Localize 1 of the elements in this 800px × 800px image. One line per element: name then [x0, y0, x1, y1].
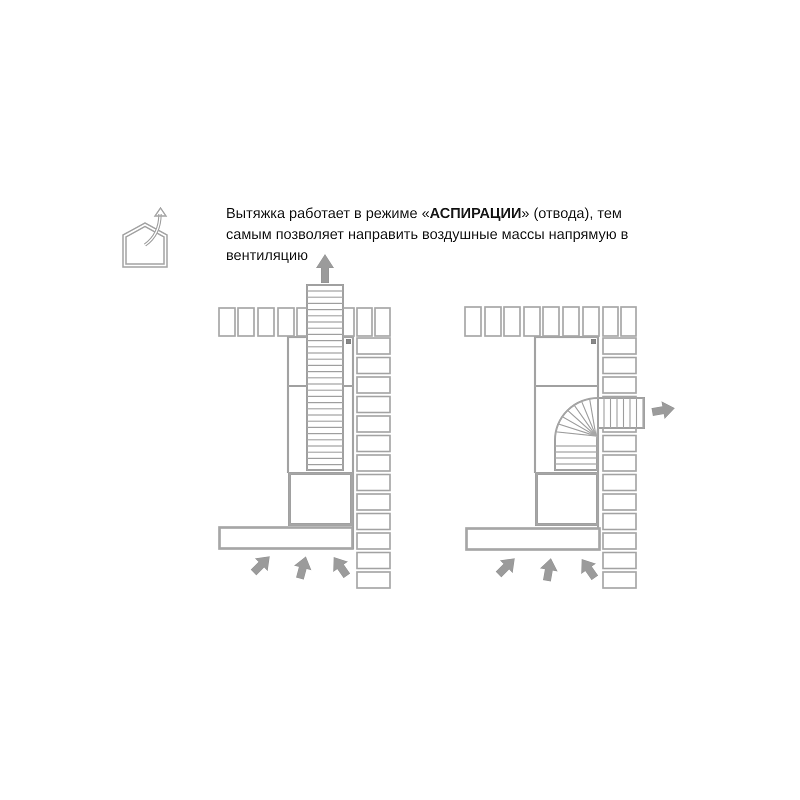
description-text: Вытяжка работает в режиме «АСПИРАЦИИ» (отвода), тем самым позволяет направить воздушные массы напрямую в вентиляцию: [226, 205, 630, 266]
